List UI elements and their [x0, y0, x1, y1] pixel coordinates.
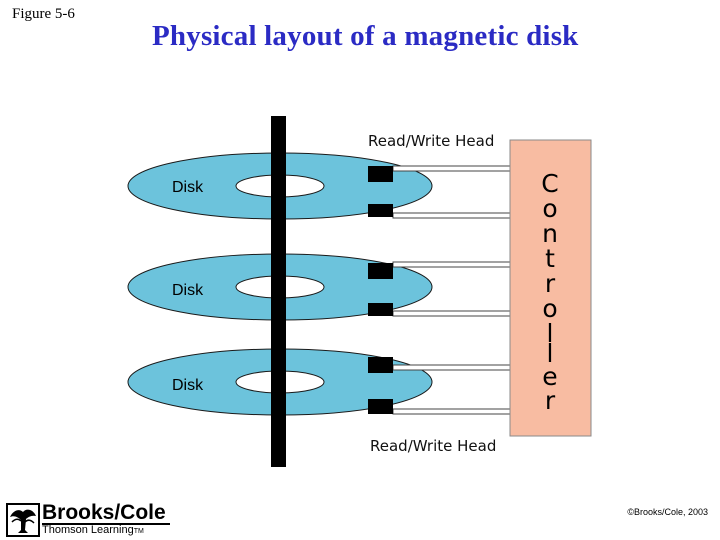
page-title: Physical layout of a magnetic disk — [152, 20, 579, 52]
head-label-bottom: Read/Write Head — [370, 437, 496, 455]
controller-letter: o — [542, 294, 557, 323]
logo-divider — [42, 523, 170, 525]
read-write-head-2a — [368, 263, 393, 279]
head-label-top: Read/Write Head — [368, 132, 494, 150]
head-arm-1b — [392, 212, 512, 219]
controller-letter: r — [545, 269, 556, 298]
publisher-name: Brooks/Cole — [42, 501, 166, 524]
head-arm-2b — [392, 310, 512, 317]
disk-label-3: Disk — [172, 377, 204, 394]
read-write-heads — [368, 166, 393, 414]
trademark: TM — [133, 528, 144, 535]
controller-letter: l — [547, 339, 554, 368]
controller-letter: l — [547, 319, 554, 348]
disk-label-2: Disk — [172, 282, 204, 299]
head-arm-2a — [392, 261, 512, 268]
head-arm-1a — [392, 165, 512, 172]
controller-box — [509, 139, 592, 437]
tree-icon — [6, 503, 40, 537]
publisher-sub-text: Thomson Learning — [42, 524, 134, 536]
controller-letter: C — [541, 169, 558, 198]
spindle — [271, 116, 286, 467]
publisher-subname: Thomson LearningTM — [42, 524, 144, 536]
controller-letter: e — [542, 362, 557, 391]
controller-letter: n — [542, 219, 558, 248]
controller-letter: t — [545, 244, 555, 273]
head-arm-3b — [392, 408, 512, 415]
controller-letter: o — [542, 194, 557, 223]
disk-label-1: Disk — [172, 179, 204, 196]
read-write-head-3b — [368, 399, 393, 414]
publisher-logo: Brooks/Cole Thomson LearningTM — [6, 501, 176, 539]
figure-label: Figure 5-6 — [12, 6, 75, 22]
controller-letter: r — [545, 386, 556, 415]
head-arm-3a — [392, 364, 512, 371]
read-write-head-1b — [368, 204, 393, 217]
read-write-head-3a — [368, 357, 393, 373]
copyright-notice: ©Brooks/Cole, 2003 — [627, 507, 708, 517]
read-write-head-1a — [368, 166, 393, 182]
controller-label: C o n t r o l l e r — [541, 169, 558, 415]
read-write-head-2b — [368, 303, 393, 316]
